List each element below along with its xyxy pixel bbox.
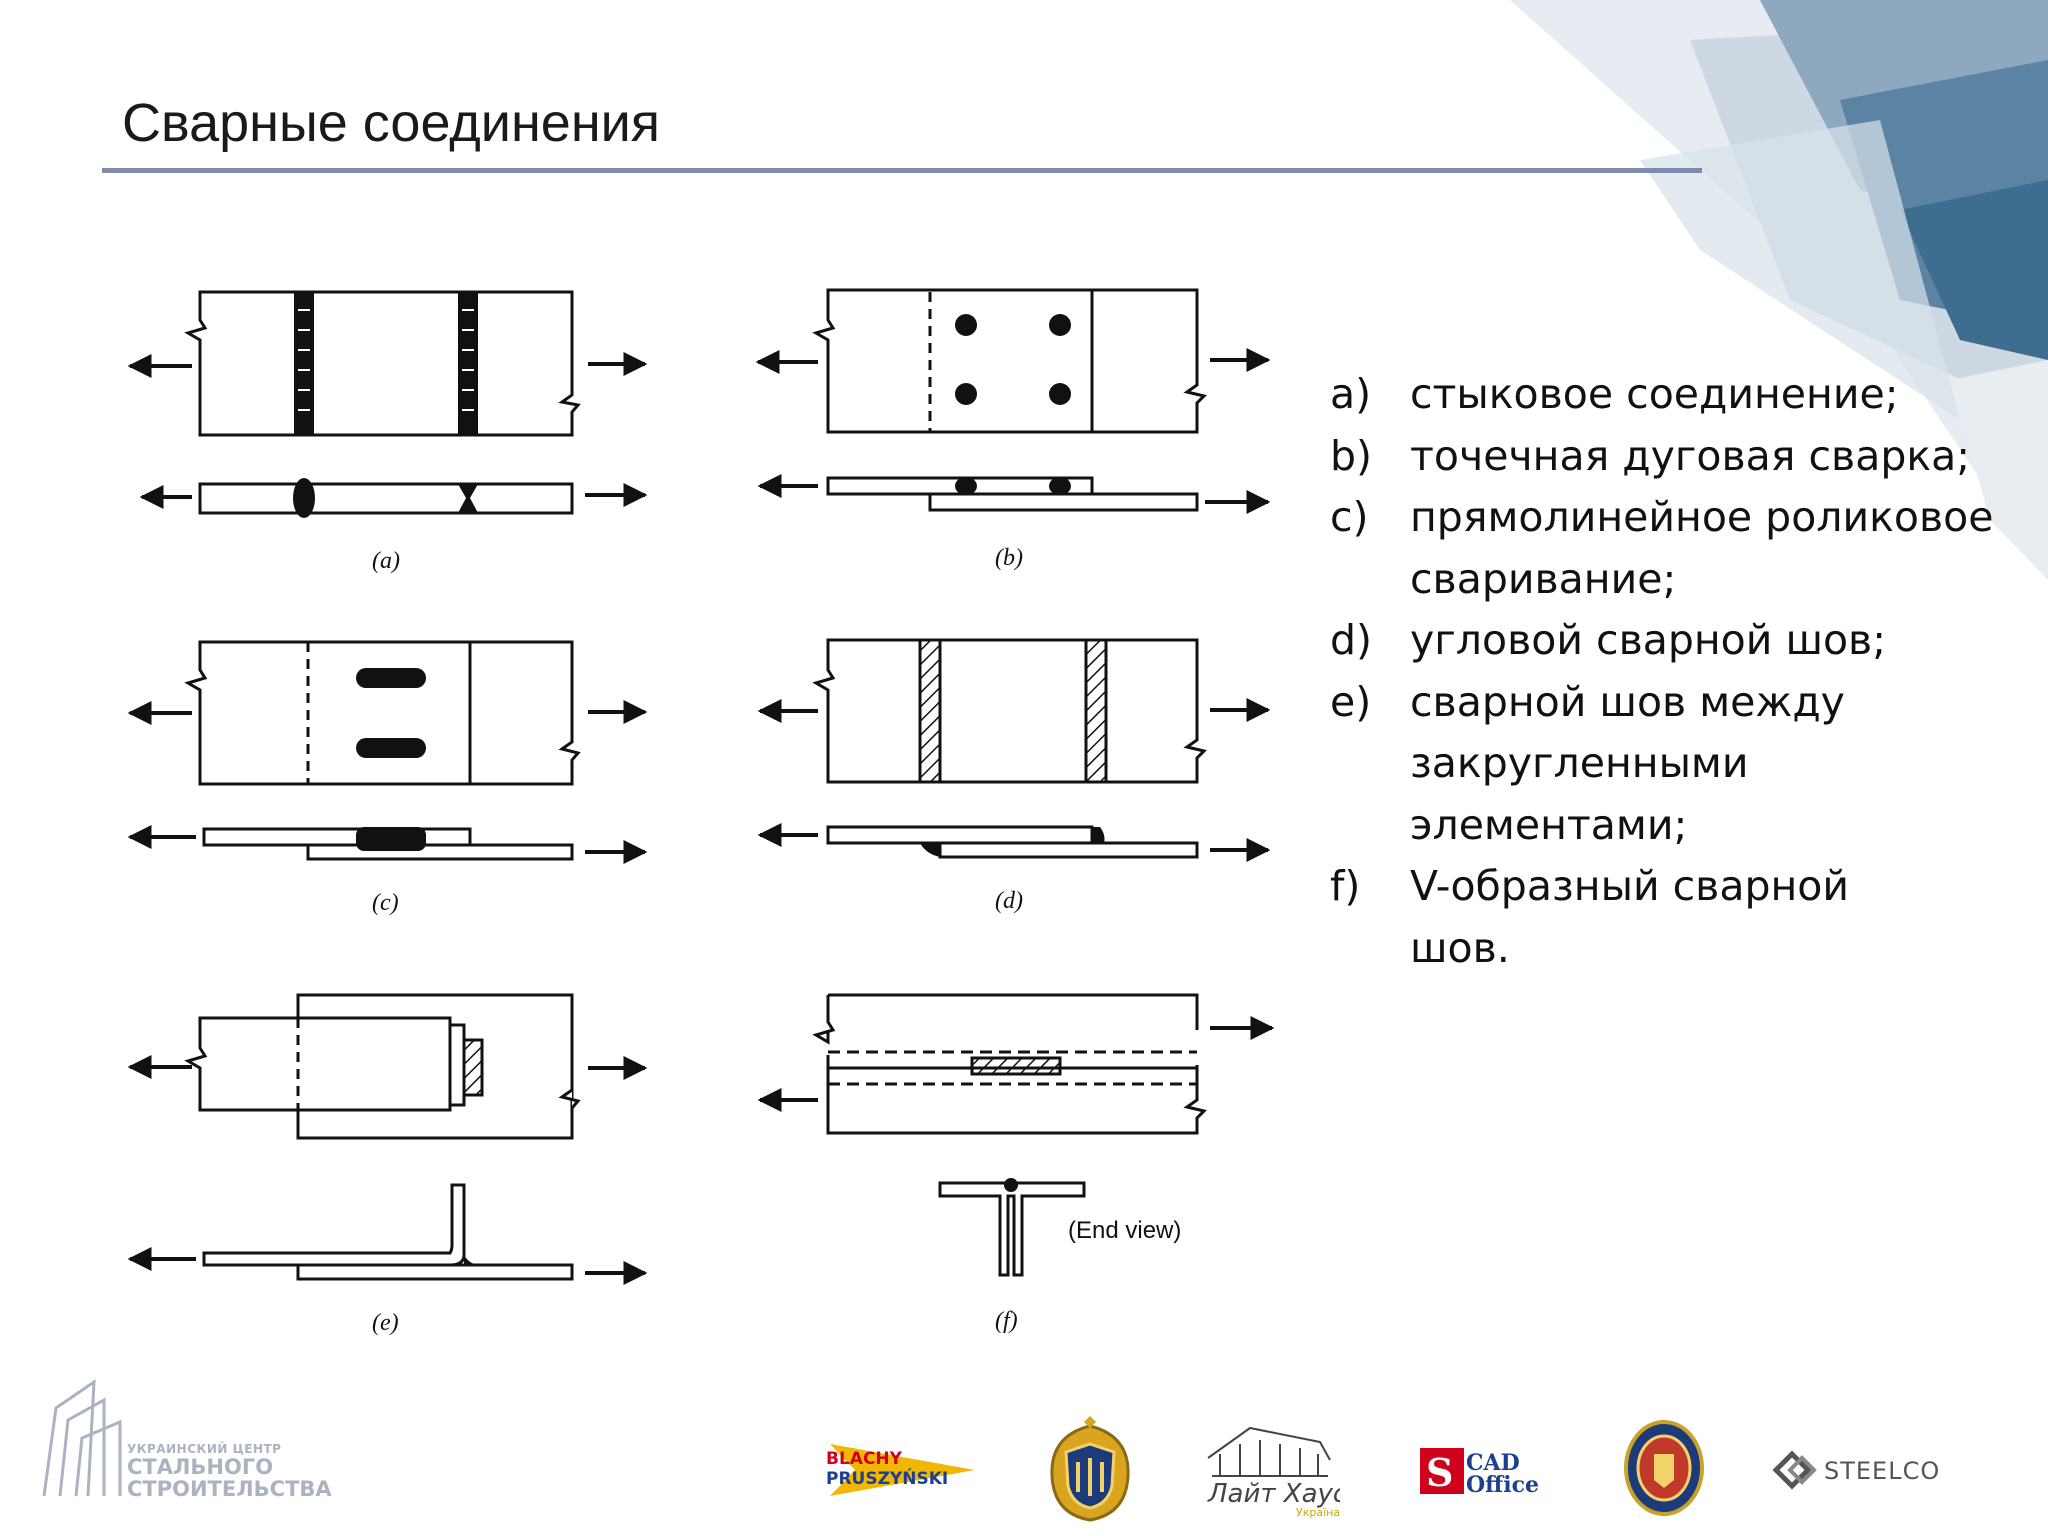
svg-text:STEELCO: STEELCO: [1824, 1457, 1940, 1485]
legend-text: точечная дуговая сварка;: [1410, 431, 1971, 480]
legend-list: a) стыковое соединение; b) точечная дуго…: [1330, 364, 2030, 979]
academy-emblem-icon: [1624, 1420, 1704, 1516]
caption-c: (c): [372, 890, 399, 916]
university-emblem-icon: [1050, 1416, 1130, 1522]
legend-text: сварной шов между закругленными элемента…: [1410, 677, 1845, 849]
legend-text: угловой сварной шов;: [1410, 616, 1887, 664]
ucsc-logo-icon: [42, 1379, 122, 1497]
caption-f: (f): [995, 1308, 1018, 1334]
svg-text:S: S: [1426, 1450, 1453, 1495]
legend-item: c) прямолинейное роликовое сваривание;: [1330, 487, 2030, 610]
title-underline: [102, 168, 1702, 173]
diagram-d-section: [757, 823, 1271, 862]
legend-marker: b): [1330, 431, 1373, 480]
legend-item: a) стыковое соединение;: [1330, 364, 2030, 426]
legend-text: стыковое соединение;: [1410, 370, 1899, 418]
steelco-logo: STEELCO: [1772, 1450, 1940, 1490]
svg-text:PRUSZYŃSKI: PRUSZYŃSKI: [826, 1467, 948, 1489]
diagram-f-end-view: (End view): [938, 1178, 1181, 1277]
diagram-a-section: [139, 478, 648, 518]
legend-marker: a): [1330, 370, 1372, 418]
legend-marker: e): [1330, 677, 1372, 726]
caption-d: (d): [995, 888, 1023, 914]
diagram-d-plan: [757, 638, 1271, 784]
diagram-b-section: [757, 474, 1271, 514]
svg-text:Лайт Хаус: Лайт Хаус: [1207, 1479, 1340, 1509]
cad-office-logo: S CAD Office: [1420, 1448, 1539, 1496]
caption-a: (a): [372, 548, 400, 574]
diagram-e-plan: [127, 993, 648, 1140]
legend-item: d) угловой сварной шов;: [1330, 610, 2030, 672]
legend-text: V-образный сварной шов.: [1410, 862, 1850, 972]
legend-item: f) V-образный сварной шов.: [1330, 856, 2030, 979]
caption-b: (b): [995, 545, 1023, 571]
blachy-pruszynski-logo: BLACHY PRUSZYŃSKI: [826, 1444, 975, 1496]
legend-marker: c): [1330, 493, 1369, 541]
diagram-c-plan: [127, 640, 648, 786]
legend-marker: f): [1330, 862, 1361, 910]
light-house-logo: Лайт Хаус Україна: [1207, 1426, 1340, 1518]
legend-text: прямолинейное роликовое сваривание;: [1410, 493, 1994, 603]
diagram-b-plan: [755, 288, 1271, 434]
diagram-f-plan: [757, 993, 1275, 1135]
diagram-c-section: [127, 825, 648, 864]
legend-item: b) точечная дуговая сварка;: [1330, 426, 2030, 488]
slide-title: Сварные соединения: [122, 93, 661, 153]
legend-item: e) сварной шов между закругленными элеме…: [1330, 672, 2030, 857]
svg-text:BLACHY: BLACHY: [826, 1449, 903, 1469]
svg-text:Україна: Україна: [1296, 1506, 1340, 1518]
diagram-e-section: [127, 1183, 648, 1285]
svg-text:CAD: CAD: [1466, 1450, 1520, 1476]
caption-e: (e): [372, 1310, 399, 1336]
end-view-label: (End view): [1068, 1217, 1181, 1244]
legend-marker: d): [1330, 616, 1373, 664]
svg-text:Office: Office: [1466, 1472, 1539, 1496]
ucsc-logo-text: УКРАИНСКИЙ ЦЕНТР СТАЛЬНОГО СТРОИТЕЛЬСТВА: [127, 1442, 332, 1501]
diagram-a-plan: [127, 290, 648, 437]
